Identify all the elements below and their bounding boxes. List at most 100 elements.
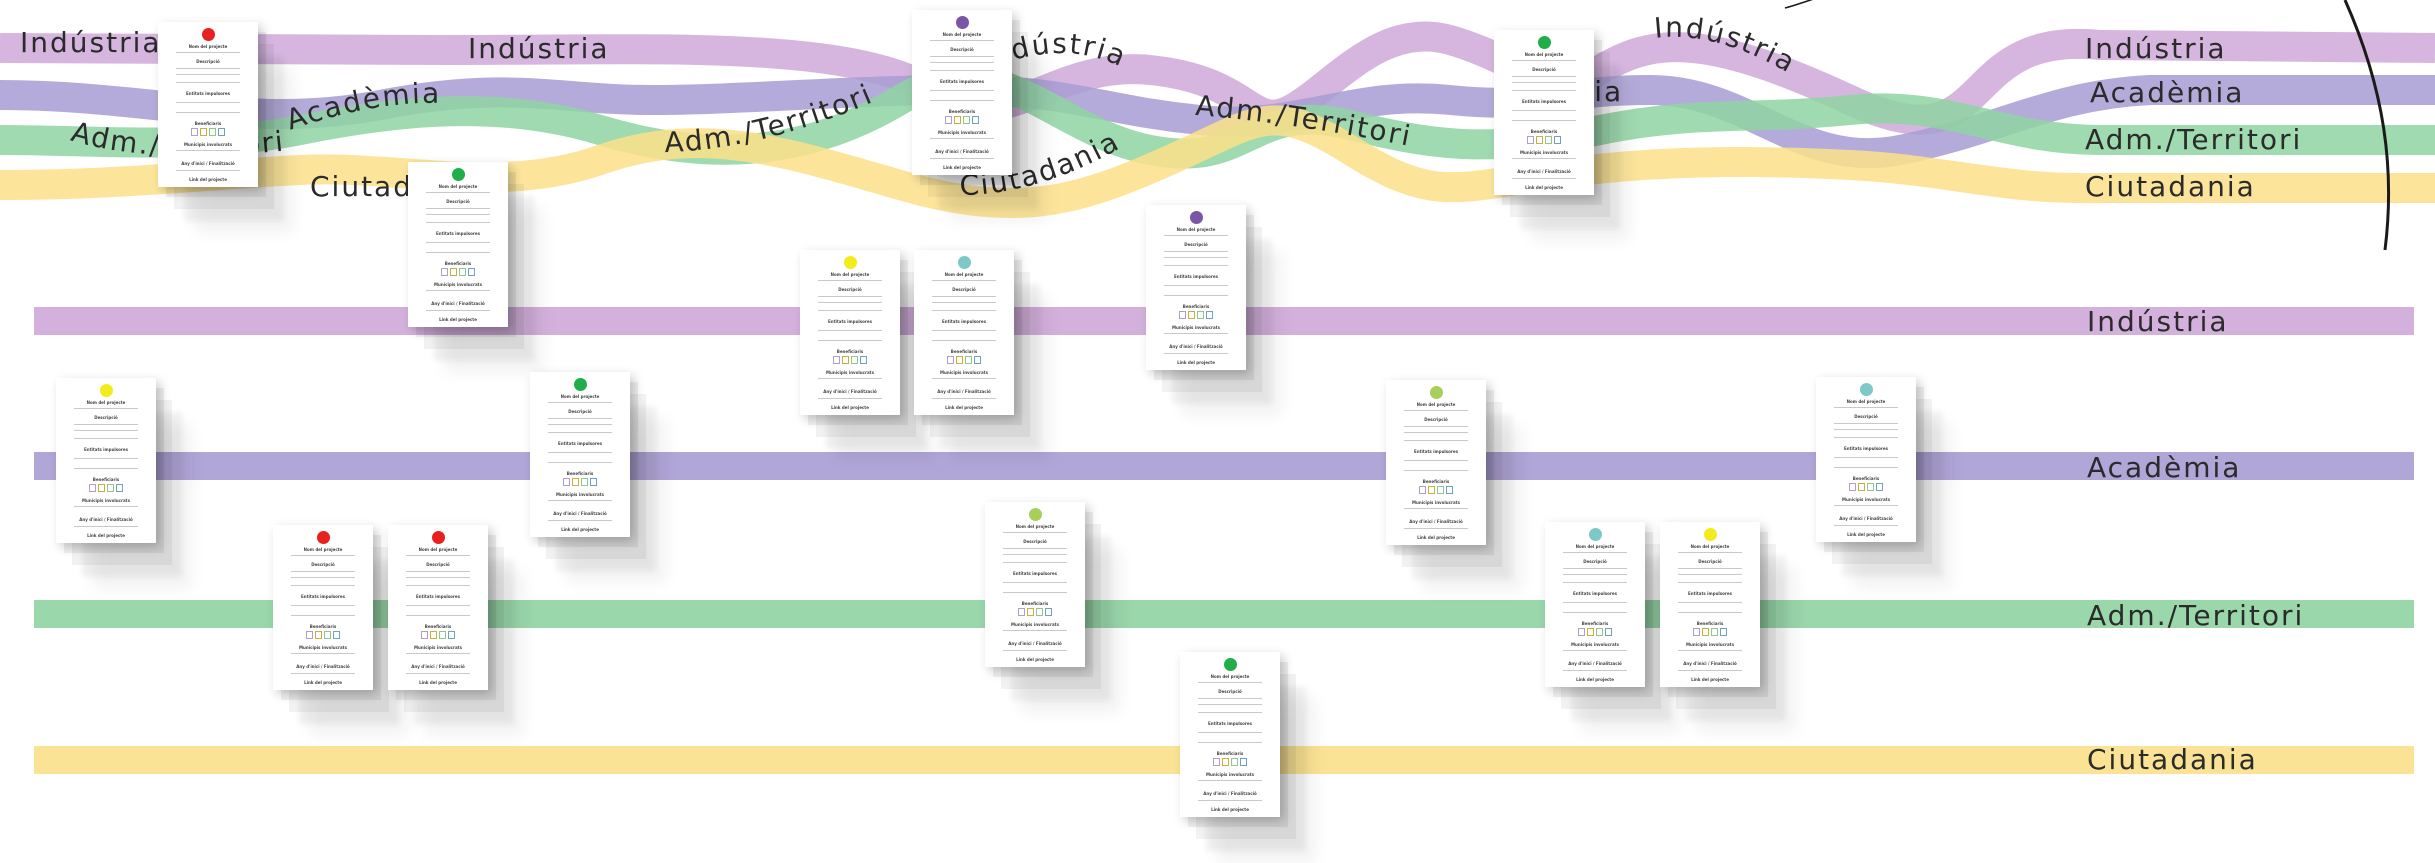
card-line: [548, 462, 612, 463]
card-beneficiaries: Beneficiaris: [1182, 304, 1210, 309]
beneficiary-icon: [1437, 486, 1444, 494]
card-line: [1678, 552, 1742, 553]
card-line: [1563, 602, 1627, 603]
beneficiary-icon: [315, 631, 322, 639]
card-line: [1198, 698, 1262, 699]
beneficiary-icon: [98, 484, 105, 492]
card-title: Nom del projecte: [830, 272, 870, 277]
card-line: [932, 340, 996, 341]
card-line: [1003, 592, 1067, 593]
beneficiary-icon: [1188, 311, 1195, 319]
card-line: [1404, 508, 1468, 509]
card-line: [1003, 554, 1067, 555]
card-line: [1404, 440, 1468, 441]
card-link: Link del projecte: [1691, 677, 1729, 682]
card-line: [1512, 120, 1576, 121]
card-municipalities: Municipis involucrats: [1412, 500, 1460, 505]
card-link: Link del projecte: [1576, 677, 1614, 682]
card-year: Any d'inici / Finalització: [1839, 516, 1893, 521]
card-line: [406, 653, 470, 654]
card-line: [176, 112, 240, 113]
project-color-dot: [1704, 528, 1717, 541]
card-line: [818, 296, 882, 297]
card-line: [74, 430, 138, 431]
card-beneficiaries: Beneficiaris: [1216, 751, 1244, 756]
card-line: [291, 585, 355, 586]
card-entities: Entitats impulsores: [1174, 274, 1218, 279]
card-municipalities: Municipis involucrats: [1520, 150, 1568, 155]
card-line: [426, 208, 490, 209]
card-entities: Entitats impulsores: [436, 231, 480, 236]
card-line: [930, 158, 994, 159]
card-title: Nom del projecte: [418, 547, 458, 552]
card-link: Link del projecte: [831, 405, 869, 410]
card-line: [291, 571, 355, 572]
card-description: Descripció: [1218, 689, 1242, 694]
card-line: [1512, 158, 1576, 159]
card-line: [1834, 407, 1898, 408]
card-line: [1512, 178, 1576, 179]
card-line: [1404, 528, 1468, 529]
card-line: [1003, 582, 1067, 583]
card-description: Descripció: [1023, 539, 1047, 544]
card-line: [291, 673, 355, 674]
beneficiary-icon: [1419, 486, 1426, 494]
card-line: [426, 222, 490, 223]
card-line: [818, 280, 882, 281]
card-line: [74, 458, 138, 459]
project-color-dot: [317, 531, 330, 544]
card-beneficiaries: Beneficiaris: [1021, 601, 1049, 606]
braid-ciutadania: [0, 105, 2435, 219]
card-line: [818, 302, 882, 303]
card-line: [1003, 630, 1067, 631]
project-color-dot: [1224, 658, 1237, 671]
card-entities: Entitats impulsores: [828, 319, 872, 324]
card-year: Any d'inici / Finalització: [823, 389, 877, 394]
card-entities: Entitats impulsores: [416, 594, 460, 599]
card-line: [74, 408, 138, 409]
card-entities: Entitats impulsores: [1573, 591, 1617, 596]
card-line: [176, 68, 240, 69]
beneficiary-icon: [1578, 628, 1585, 636]
card-entities: Entitats impulsores: [1208, 721, 1252, 726]
card-entities: Entitats impulsores: [1522, 99, 1566, 104]
beneficiary-icon: [1545, 136, 1552, 144]
beneficiary-icon: [306, 631, 313, 639]
project-color-dot: [202, 28, 215, 41]
card-link: Link del projecte: [304, 680, 342, 685]
beneficiary-icon: [468, 268, 475, 276]
card-title: Nom del projecte: [303, 547, 343, 552]
card-year: Any d'inici / Finalització: [1683, 661, 1737, 666]
card-municipalities: Municipis involucrats: [940, 370, 988, 375]
card-description: Descripció: [568, 409, 592, 414]
card-entities: Entitats impulsores: [1844, 446, 1888, 451]
card-line: [406, 571, 470, 572]
card-beneficiaries: Beneficiaris: [194, 121, 222, 126]
card-line: [426, 310, 490, 311]
card-title: Nom del projecte: [1176, 227, 1216, 232]
card-entities: Entitats impulsores: [558, 441, 602, 446]
card-line: [291, 653, 355, 654]
project-color-dot: [432, 531, 445, 544]
card-link: Link del projecte: [1525, 185, 1563, 190]
card-municipalities: Municipis involucrats: [414, 645, 462, 650]
card-entities: Entitats impulsores: [1688, 591, 1732, 596]
